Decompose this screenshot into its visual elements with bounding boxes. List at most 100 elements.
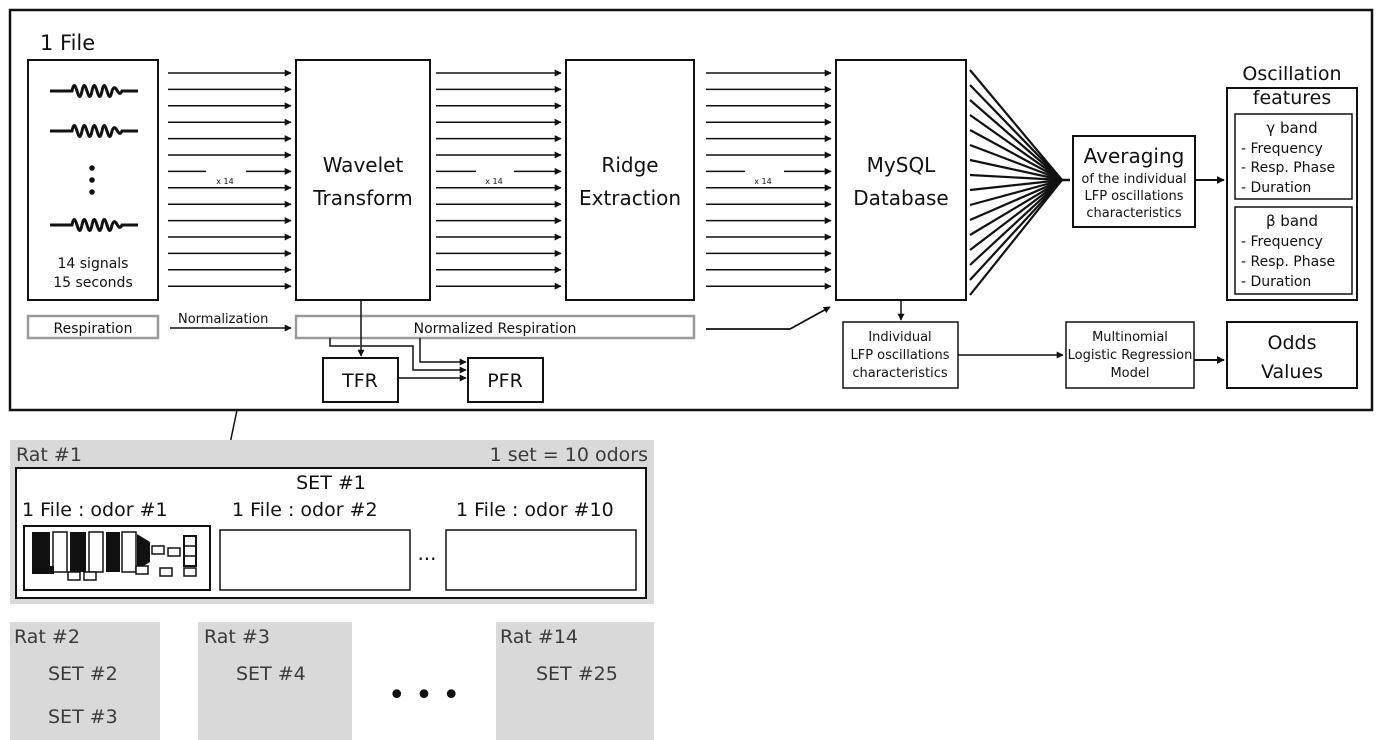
beta-band-box bbox=[1234, 206, 1353, 295]
tfr-label: TFR bbox=[341, 370, 378, 392]
oscillation-features-box bbox=[1226, 87, 1358, 301]
odds-line2: Values bbox=[1261, 361, 1323, 383]
signal-arrows-to-ridge bbox=[436, 69, 562, 290]
fan-line bbox=[969, 179, 1063, 251]
signal-wave-icon bbox=[50, 218, 138, 232]
gamma-feature-duration: - Duration bbox=[1241, 180, 1311, 196]
rat3-set4-label: SET #4 bbox=[236, 663, 306, 685]
fan-line bbox=[969, 114, 1063, 181]
ridge-extraction-box bbox=[565, 59, 695, 301]
regression-model-box bbox=[1065, 321, 1195, 389]
ridge-title-line2: Extraction bbox=[579, 186, 681, 210]
signals-duration-label: 15 seconds bbox=[53, 275, 133, 291]
normresp-to-tfr-arrow bbox=[329, 338, 360, 347]
signal-wave-icon bbox=[50, 84, 138, 98]
gamma-band-box bbox=[1234, 113, 1353, 200]
fan-line bbox=[969, 178, 1063, 207]
multiplier-label-3: x 14 bbox=[754, 177, 771, 186]
rats-ellipsis: • • • bbox=[388, 678, 460, 713]
individual-line3: characteristics bbox=[852, 366, 947, 381]
rat1-set-note: 1 set = 10 odors bbox=[490, 444, 648, 466]
fan-line bbox=[969, 129, 1063, 181]
wavelet-title-line2: Transform bbox=[312, 186, 412, 210]
fan-line bbox=[969, 178, 1063, 222]
rat2-set2-label: SET #2 bbox=[48, 663, 118, 685]
rat14-set25-label: SET #25 bbox=[536, 663, 618, 685]
averaging-box bbox=[1072, 135, 1196, 228]
beta-band-title: β band bbox=[1266, 212, 1318, 230]
file-odor10-box bbox=[445, 529, 637, 591]
rat2-label: Rat #2 bbox=[14, 626, 80, 648]
fan-line bbox=[969, 173, 1063, 182]
features-title-line2: features bbox=[1253, 87, 1332, 109]
fan-line bbox=[969, 99, 1063, 181]
rat14-panel bbox=[496, 622, 654, 740]
signal-arrows-to-wavelet bbox=[168, 69, 292, 290]
rat1-label: Rat #1 bbox=[16, 444, 82, 466]
file-odor10-label: 1 File : odor #10 bbox=[456, 499, 614, 521]
wavelet-transform-box bbox=[295, 59, 431, 301]
mysql-database-box bbox=[835, 59, 967, 301]
file-odor2-label: 1 File : odor #2 bbox=[232, 499, 378, 521]
pfr-box bbox=[467, 357, 544, 403]
gamma-band-title: γ band bbox=[1266, 119, 1317, 137]
database-title-line1: MySQL bbox=[867, 153, 937, 177]
normalized-respiration-label: Normalized Respiration bbox=[414, 321, 577, 337]
normalization-label: Normalization bbox=[178, 312, 268, 327]
pfr-label: PFR bbox=[487, 370, 523, 392]
individual-line2: LFP oscillations bbox=[850, 348, 949, 363]
fan-line bbox=[969, 178, 1063, 192]
file-block: 1 File 14 signals 15 seconds bbox=[27, 31, 159, 301]
normresp-to-pfr-arrow bbox=[419, 338, 467, 366]
fan-line bbox=[969, 69, 1063, 181]
gamma-feature-resp-phase: - Resp. Phase bbox=[1241, 160, 1335, 176]
odds-line1: Odds bbox=[1268, 332, 1317, 354]
regression-line2: Logistic Regression bbox=[1068, 348, 1193, 363]
multiplier-label-1: x 14 bbox=[216, 177, 233, 186]
fan-line bbox=[969, 84, 1063, 181]
file-odor1-thumbnail bbox=[23, 525, 211, 591]
beta-feature-duration: - Duration bbox=[1241, 274, 1311, 290]
beta-feature-resp-phase: - Resp. Phase bbox=[1241, 254, 1335, 270]
features-title-line1: Oscillation bbox=[1242, 63, 1341, 85]
regression-line3: Model bbox=[1110, 366, 1149, 381]
wavelet-to-pfr-arrow bbox=[361, 345, 467, 374]
beta-feature-frequency: - Frequency bbox=[1241, 234, 1323, 250]
gamma-feature-frequency: - Frequency bbox=[1241, 141, 1323, 157]
set1-label: SET #1 bbox=[296, 472, 366, 494]
respiration-to-database-arrow bbox=[706, 306, 831, 330]
ridge-title-line1: Ridge bbox=[601, 153, 658, 177]
signals-count-label: 14 signals bbox=[58, 256, 129, 272]
rat2-set3-label: SET #3 bbox=[48, 706, 118, 728]
file-title: 1 File bbox=[40, 31, 95, 55]
fan-line bbox=[969, 179, 1063, 296]
odds-values-box bbox=[1226, 321, 1358, 389]
normalized-respiration-box bbox=[294, 314, 696, 340]
vertical-dots-icon bbox=[89, 165, 95, 195]
file-odor2-box bbox=[219, 529, 411, 591]
wavelet-title-line1: Wavelet bbox=[323, 153, 404, 177]
pipeline-panel bbox=[8, 8, 1374, 412]
file-box bbox=[27, 59, 159, 301]
averaging-desc-line1: of the individual bbox=[1081, 172, 1186, 187]
averaging-desc-line3: characteristics bbox=[1086, 206, 1181, 221]
tfr-box bbox=[322, 357, 399, 403]
signal-wave-icon bbox=[50, 124, 138, 138]
rat3-label: Rat #3 bbox=[204, 626, 270, 648]
rat14-label: Rat #14 bbox=[500, 626, 578, 648]
fan-line bbox=[969, 158, 1063, 182]
rat2-panel bbox=[10, 622, 160, 740]
fan-line bbox=[969, 179, 1063, 281]
fan-line bbox=[969, 179, 1063, 266]
respiration-box bbox=[26, 314, 160, 340]
database-to-averaging-fan bbox=[969, 69, 1063, 296]
respiration-label: Respiration bbox=[54, 321, 133, 337]
signal-arrows-to-database bbox=[706, 69, 832, 290]
individual-line1: Individual bbox=[868, 330, 931, 345]
files-ellipsis: ... bbox=[417, 541, 436, 565]
averaging-desc-line2: LFP oscillations bbox=[1084, 189, 1183, 204]
averaging-title: Averaging bbox=[1084, 144, 1185, 168]
file-odor1-label: 1 File : odor #1 bbox=[22, 499, 168, 521]
